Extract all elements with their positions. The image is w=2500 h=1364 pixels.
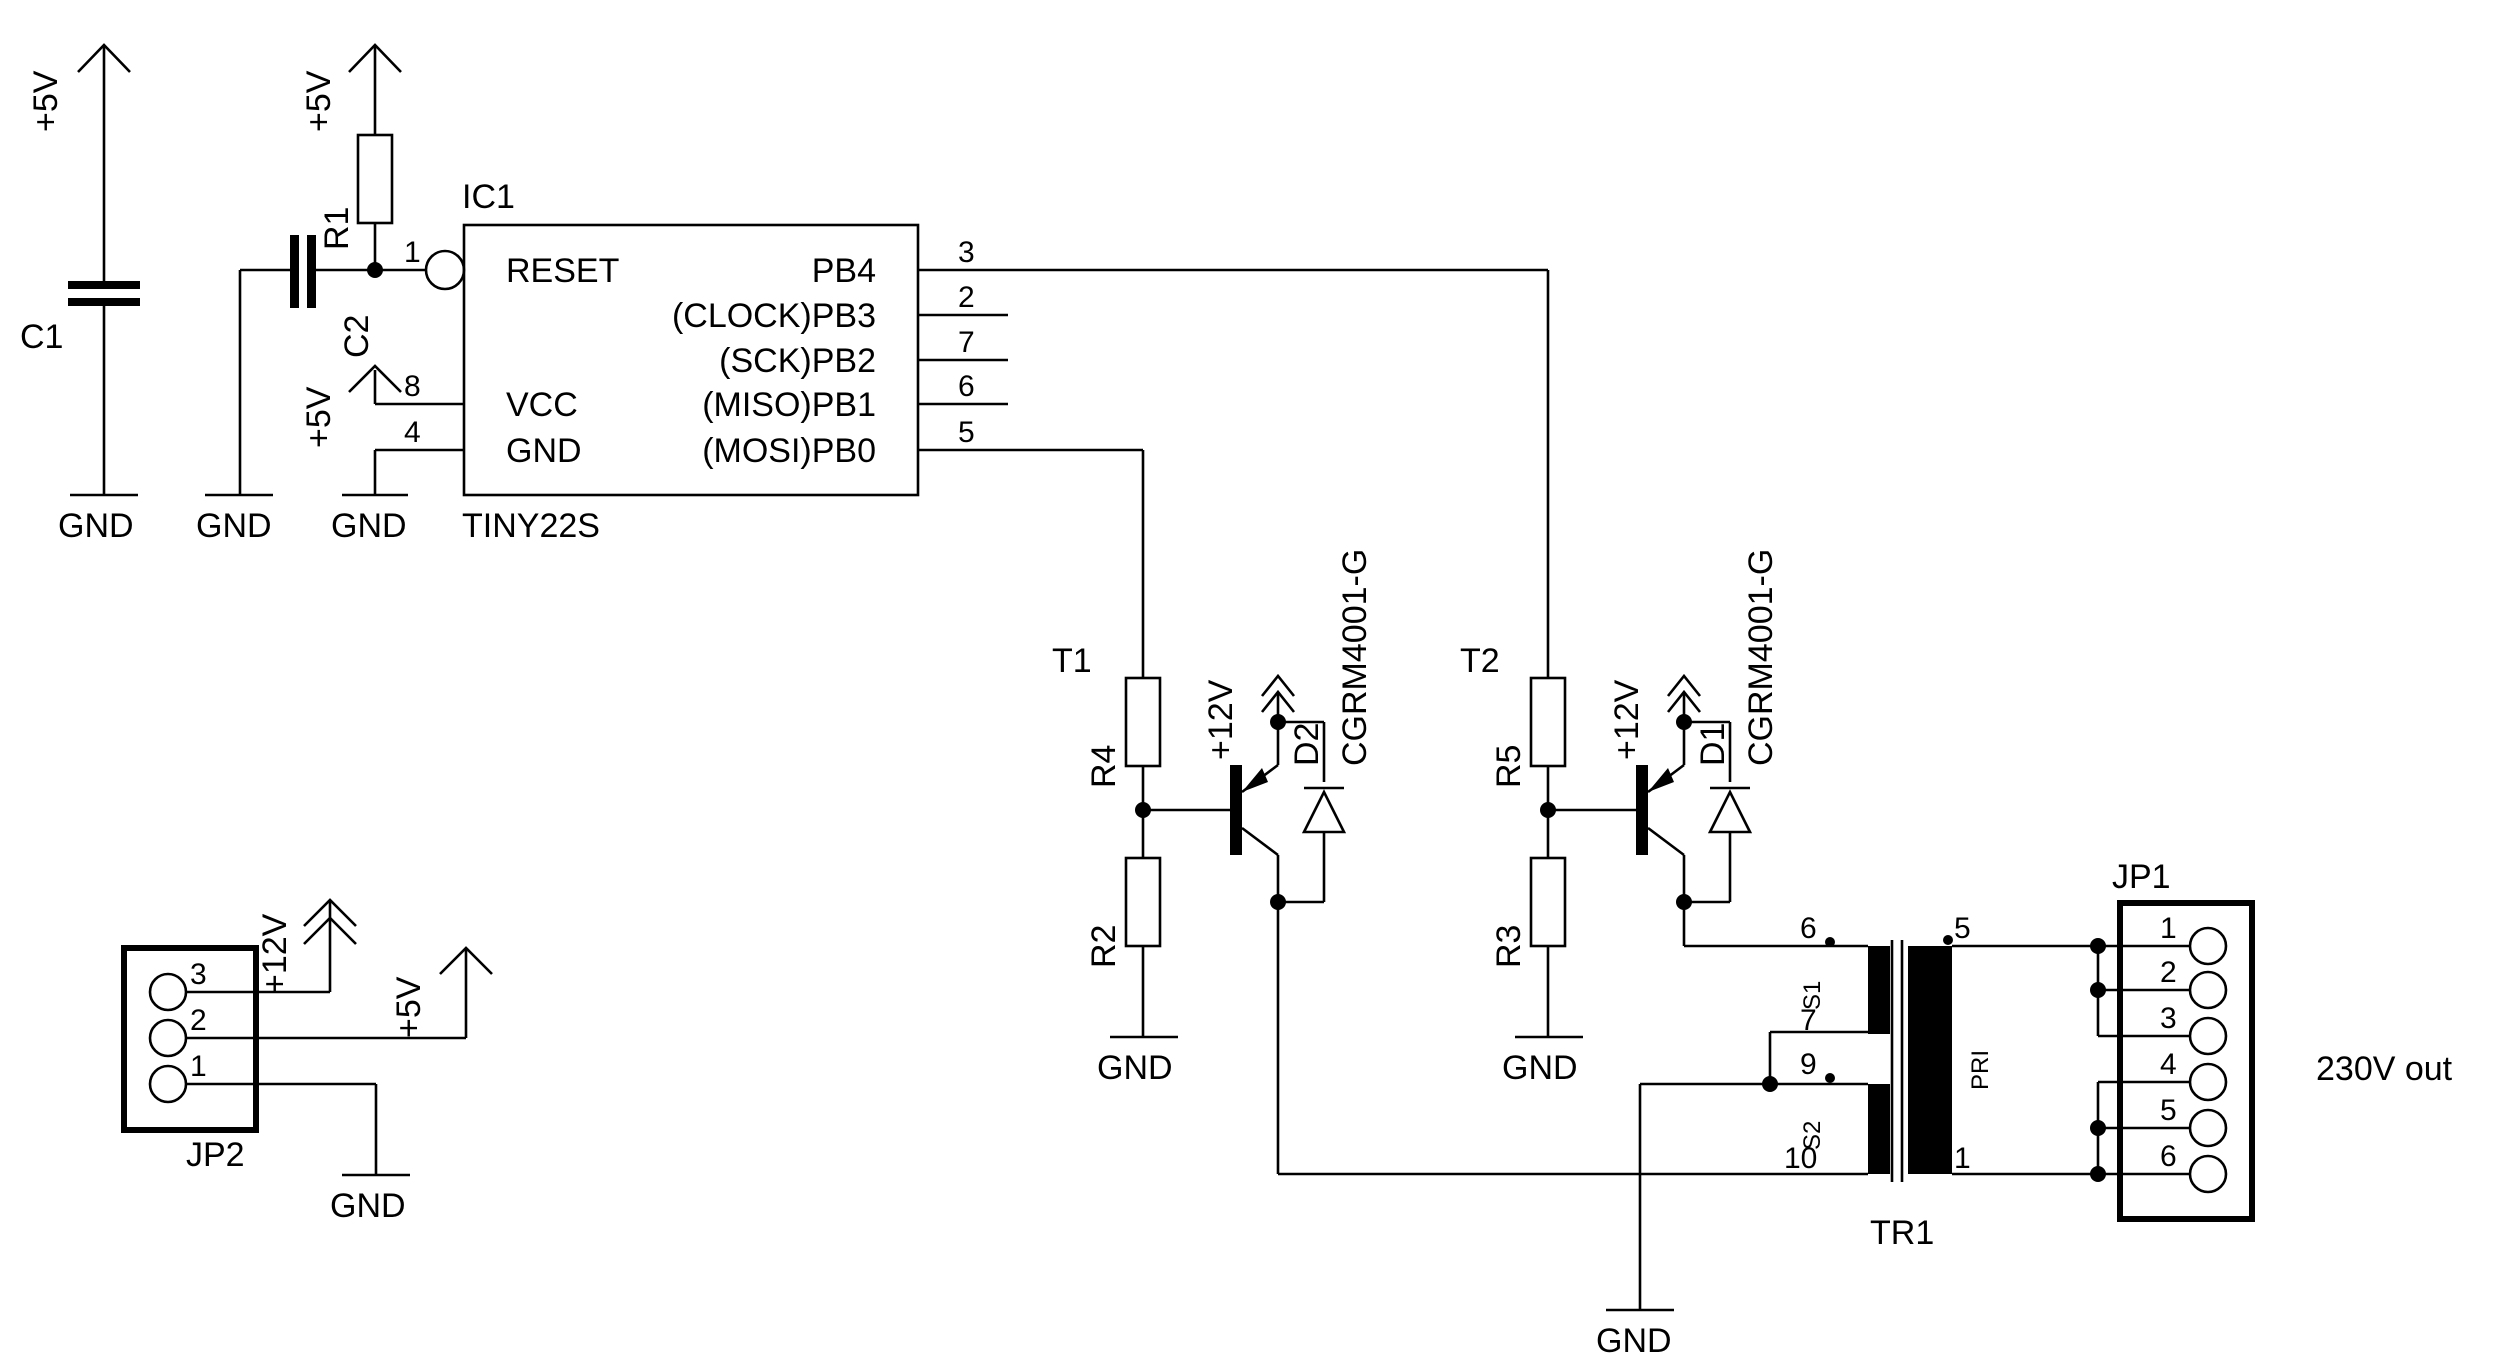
c1-gnd-label: GND xyxy=(58,507,134,545)
ic1-vcc-rail-label: +5V xyxy=(300,386,338,448)
r2-label: R2 xyxy=(1085,925,1123,968)
ic1-pin-vcc-label: VCC xyxy=(506,386,578,424)
r5-label: R5 xyxy=(1490,745,1528,788)
ic1-pin-3-number: 3 xyxy=(958,236,975,269)
ic1-value: TINY22S xyxy=(462,507,600,545)
output-label: 230V out xyxy=(2316,1050,2453,1088)
d1-value: CGRM4001-G xyxy=(1742,549,1780,766)
jp1-pin-4: 4 xyxy=(2160,1048,2177,1081)
r1-resistor xyxy=(348,43,402,278)
ic1-pin-pb3-label: (CLOCK)PB3 xyxy=(672,297,876,335)
jp1-connector xyxy=(2090,900,2255,1222)
ic1-pin-5-number: 5 xyxy=(958,416,975,449)
jp2-vcc5-label: +5V xyxy=(390,976,428,1038)
c2-label: C2 xyxy=(338,315,376,358)
ic1-pin-8-number: 8 xyxy=(404,370,421,403)
jp1-pin-3: 3 xyxy=(2160,1002,2177,1035)
t2-vcc-label: +12V xyxy=(1608,679,1646,760)
c1-capacitor xyxy=(68,43,140,497)
driver-stage-1 xyxy=(1110,450,1868,1176)
tr1-transformer xyxy=(1606,935,2098,1312)
t1-label: T1 xyxy=(1052,642,1092,680)
d2-value: CGRM4001-G xyxy=(1336,549,1374,766)
ic1-gnd-label: GND xyxy=(331,507,407,545)
tr1-s2-label: S2 xyxy=(1799,1121,1826,1150)
tr1-pin-9: 9 xyxy=(1800,1048,1817,1081)
ic1-chip xyxy=(342,223,1548,497)
c2-gnd-label: GND xyxy=(196,507,272,545)
r3-label: R3 xyxy=(1490,925,1528,968)
ic1-pin-1-number: 1 xyxy=(404,236,421,269)
ic1-pin-gnd-label: GND xyxy=(506,432,582,470)
tr1-label: TR1 xyxy=(1870,1214,1934,1252)
jp1-pin-2: 2 xyxy=(2160,956,2177,989)
ic1-pin-6-number: 6 xyxy=(958,370,975,403)
t2-label: T2 xyxy=(1460,642,1500,680)
tr1-pin-1: 1 xyxy=(1954,1142,1971,1175)
tr1-pin-5: 5 xyxy=(1954,912,1971,945)
jp2-label: JP2 xyxy=(186,1136,245,1174)
tr1-gnd-label: GND xyxy=(1596,1322,1672,1360)
tr1-pin-10: 10 xyxy=(1784,1142,1817,1175)
d2-label: D2 xyxy=(1288,723,1326,766)
ic1-pin-pb1-label: (MISO)PB1 xyxy=(702,386,876,424)
ic1-pin-2-number: 2 xyxy=(958,281,975,314)
ic1-pin-reset-label: RESET xyxy=(506,252,619,290)
ic1-pin-pb4-label: PB4 xyxy=(812,252,876,290)
jp2-gnd-label: GND xyxy=(330,1187,406,1225)
jp1-label: JP1 xyxy=(2112,858,2171,896)
jp2-pin-2: 2 xyxy=(190,1004,207,1037)
tr1-pri-label: PRI xyxy=(1967,1050,1994,1090)
c1-label: C1 xyxy=(20,318,63,356)
tr1-s1-label: S1 xyxy=(1799,981,1826,1010)
tr1-pin-6: 6 xyxy=(1800,912,1817,945)
jp1-pin-5: 5 xyxy=(2160,1094,2177,1127)
r4-label: R4 xyxy=(1085,745,1123,788)
ic1-pin-7-number: 7 xyxy=(958,326,975,359)
r3-gnd-label: GND xyxy=(1502,1049,1578,1087)
c1-vcc-label: +5V xyxy=(27,70,65,132)
ic1-pin-pb0-label: (MOSI)PB0 xyxy=(702,432,876,470)
t1-vcc-label: +12V xyxy=(1202,679,1240,760)
jp1-pin-6: 6 xyxy=(2160,1140,2177,1173)
tr1-pin-7: 7 xyxy=(1800,1004,1817,1037)
jp2-pin-3: 3 xyxy=(190,958,207,991)
jp1-pin-1: 1 xyxy=(2160,912,2177,945)
c2-capacitor xyxy=(205,235,425,497)
r1-label: R1 xyxy=(318,207,356,250)
jp2-pin-1: 1 xyxy=(190,1050,207,1083)
ic1-name: IC1 xyxy=(462,178,515,216)
ic1-pin-pb2-label: (SCK)PB2 xyxy=(719,342,876,380)
d1-label: D1 xyxy=(1694,723,1732,766)
driver-stage-2 xyxy=(1515,270,1868,1039)
ic1-pin-4-number: 4 xyxy=(404,416,421,449)
jp2-vcc12-label: +12V xyxy=(256,913,294,994)
r1-vcc-label: +5V xyxy=(300,70,338,132)
jp2-connector xyxy=(121,898,493,1177)
r2-gnd-label: GND xyxy=(1097,1049,1173,1087)
